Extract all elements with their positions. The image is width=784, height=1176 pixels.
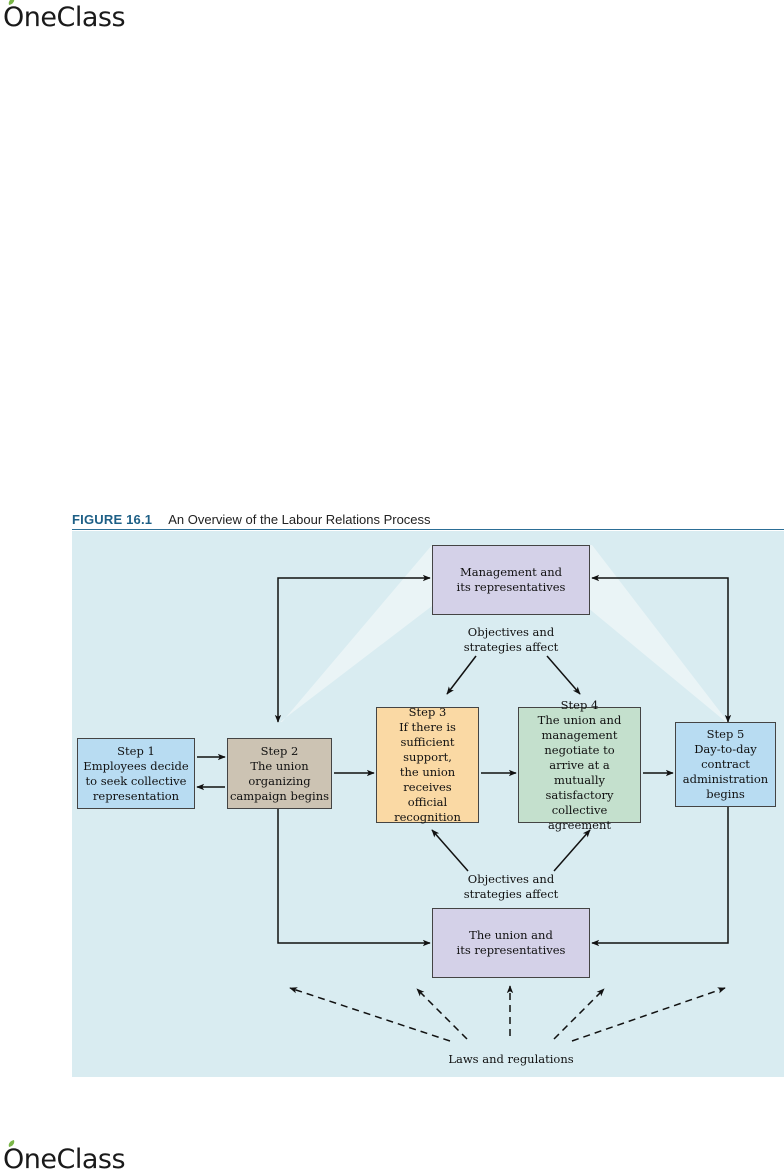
union-line-2: its representatives [456, 943, 566, 957]
step-5-box: Step 5 Day-to-day contract administratio… [675, 722, 776, 807]
arrow-objectives-bottom-step4 [553, 829, 591, 872]
step-4-line-7: collective agreement [547, 802, 612, 832]
dashed-arrow-laws-5 [571, 987, 726, 1042]
arrow-management-step5 [591, 574, 732, 723]
diagram-panel: Management and its representatives Objec… [72, 531, 784, 1077]
step-1-line-1: Step 1 [117, 743, 155, 758]
step-2-line-3: organizing [248, 773, 311, 788]
step-1-line-2: Employees decide [83, 758, 189, 773]
step-3-line-2: If there is [399, 720, 456, 734]
management-line-1: Management and [459, 565, 563, 579]
union-line-1: The union and [469, 928, 553, 942]
step-4-line-5: arrive at a [549, 757, 610, 772]
step-1-box: Step 1 Employees decide to seek collecti… [77, 738, 195, 809]
logo-text-footer: OneClass [3, 1144, 126, 1175]
objectives-top-line-1: Objectives and [467, 625, 555, 639]
step-4-line-3: management [541, 727, 618, 742]
objectives-top-line-2: strategies affect [463, 640, 559, 654]
step-1-line-3: to seek collective [85, 773, 187, 788]
step-4-line-6: mutually satisfactory [545, 772, 614, 802]
dashed-arrow-laws-1 [289, 987, 451, 1042]
dashed-arrow-laws-4 [553, 988, 605, 1040]
step-3-line-5: receives [403, 780, 452, 794]
figure-number: FIGURE 16.1 [72, 512, 153, 527]
step-2-line-1: Step 2 [260, 743, 299, 758]
laws-text: Laws and regulations [448, 1052, 574, 1066]
step-2-line-4: campaign begins [229, 788, 330, 803]
step-5-line-4: administration [682, 772, 769, 786]
step-5-line-2: Day-to-day [694, 742, 757, 756]
figure-caption: FIGURE 16.1 An Overview of the Labour Rel… [72, 509, 784, 529]
figure-title: An Overview of the Labour Relations Proc… [168, 512, 431, 527]
step-3-line-3: sufficient support, [400, 735, 455, 764]
step-5-line-5: begins [706, 787, 745, 801]
arrow-union-step2 [274, 780, 431, 947]
step-4-line-4: negotiate to [544, 742, 615, 757]
arrow-objectives-step4 [546, 655, 581, 695]
management-line-2: its representatives [456, 580, 566, 594]
objectives-label-top: Objectives and strategies affect [461, 625, 561, 655]
step-5-line-3: contract [701, 757, 750, 771]
arrow-management-step2 [274, 574, 431, 723]
dashed-arrow-laws-2 [416, 988, 468, 1040]
step-3-line-4: the union [399, 765, 456, 779]
arrow-union-step5 [591, 780, 732, 947]
step-2-box: Step 2 The union organizing campaign beg… [227, 738, 332, 809]
logo-text: OneClass [3, 2, 126, 33]
step-3-box: Step 3 If there is sufficient support, t… [376, 705, 479, 824]
step-4-line-1: Step 4 [560, 697, 599, 712]
management-box: Management and its representatives [432, 545, 590, 615]
laws-label: Laws and regulations [436, 1052, 586, 1067]
objectives-bottom-line-1: Objectives and [467, 872, 555, 886]
arrow-objectives-bottom-step3 [431, 829, 469, 872]
step-2-line-2: The union [250, 758, 309, 773]
objectives-label-bottom: Objectives and strategies affect [461, 872, 561, 902]
caption-rule [72, 529, 784, 530]
union-box: The union and its representatives [432, 908, 590, 978]
oneclass-logo: OneClass [3, 0, 126, 33]
arrow-objectives-step3 [446, 655, 477, 695]
objectives-bottom-line-2: strategies affect [463, 887, 559, 901]
step-4-box: Step 4 The union and management negotiat… [518, 698, 641, 832]
oneclass-logo-footer: OneClass [3, 1139, 126, 1175]
step-4-line-2: The union and [537, 712, 622, 727]
step-3-line-1: Step 3 [408, 705, 447, 719]
step-3-line-7: recognition [394, 810, 461, 824]
step-3-line-6: official [407, 795, 448, 809]
step-5-line-1: Step 5 [706, 727, 745, 741]
step-1-line-4: representation [92, 788, 180, 803]
